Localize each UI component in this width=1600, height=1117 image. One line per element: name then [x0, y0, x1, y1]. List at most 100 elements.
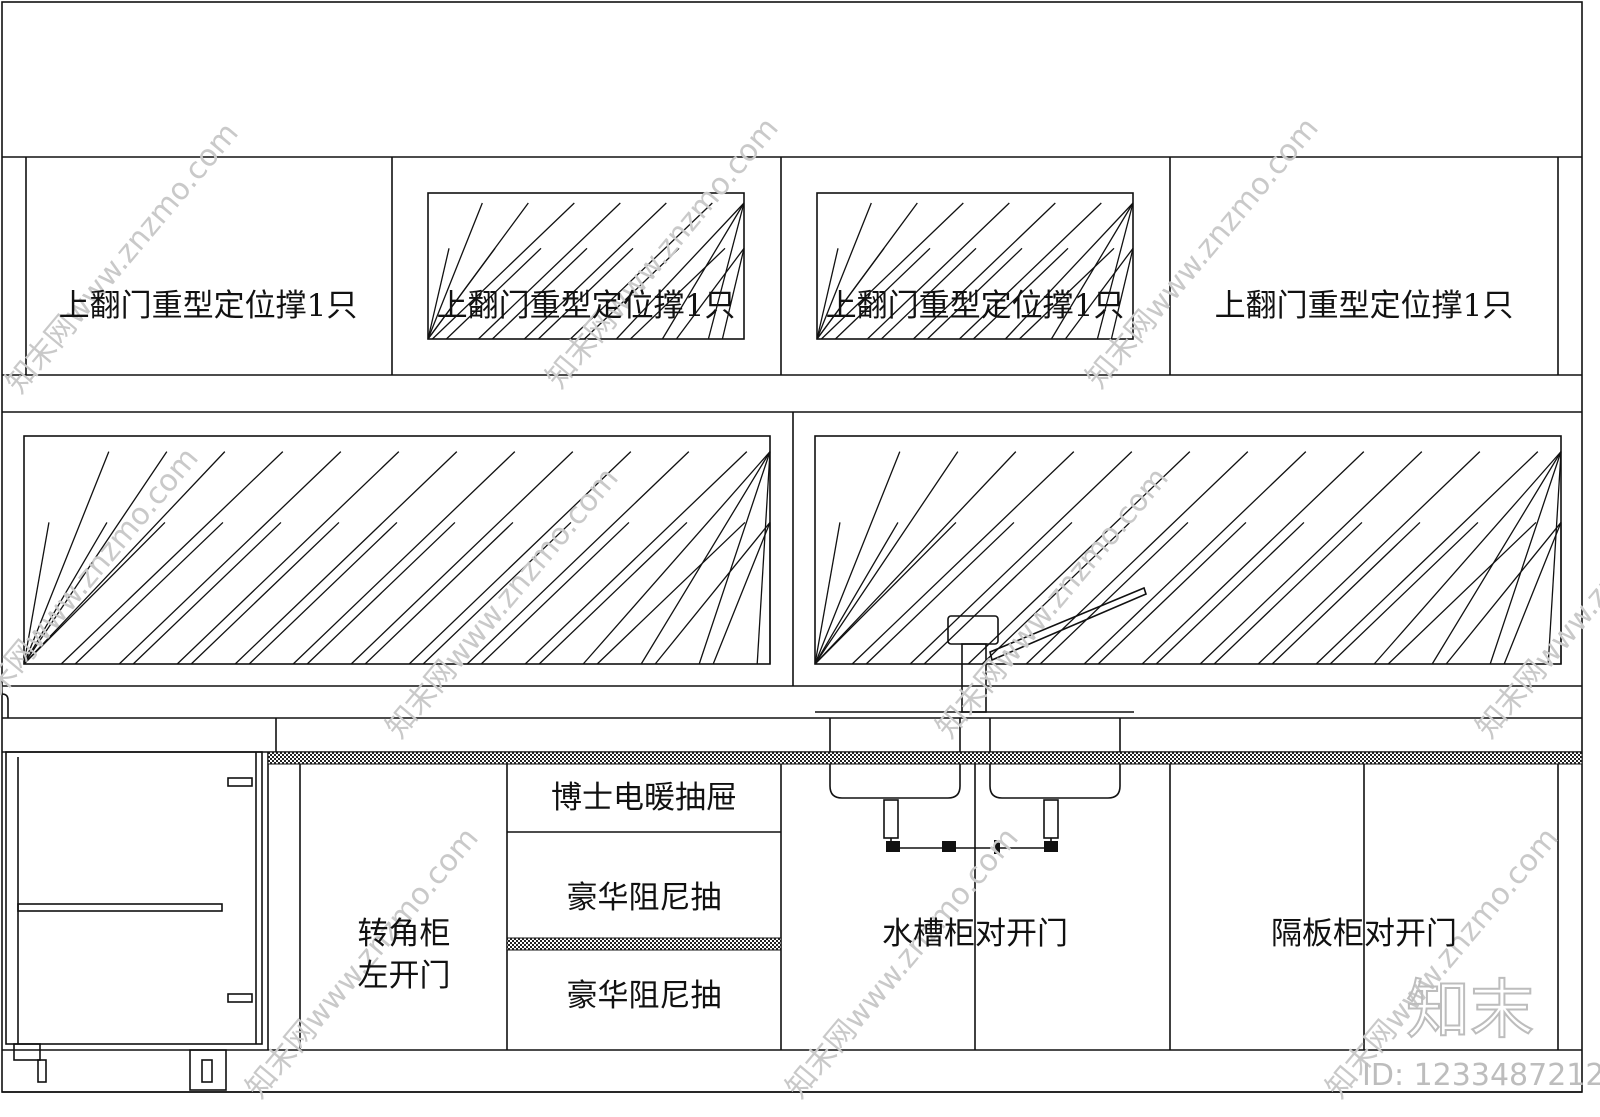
hatch-stroke [480, 521, 630, 665]
watermark-text: 知末网www.znzmo.com [0, 116, 246, 400]
hatch-stroke [661, 202, 745, 340]
hatch-stroke [118, 451, 342, 665]
hatch-stroke [408, 451, 632, 665]
hatch-stroke [1489, 451, 1562, 665]
hatch-stroke [712, 522, 771, 665]
hatch-stroke [1199, 451, 1423, 665]
hatch-stroke [1018, 247, 1115, 340]
hatch-stroke [820, 202, 964, 340]
hatch-stroke [60, 451, 284, 665]
hatch-stroke [176, 451, 400, 665]
corner-cabinet-open-view [5, 751, 263, 1045]
hatch-stroke [1445, 522, 1562, 665]
hatch-stroke [582, 451, 771, 665]
hatch-stroke [23, 451, 226, 665]
pipe-joints [886, 840, 1058, 854]
watermark-id: ID: 1233487212 [1362, 1058, 1600, 1093]
hatch-stroke [1025, 451, 1249, 665]
hatch-stroke [675, 247, 745, 340]
hatch-stroke [234, 451, 458, 665]
hatch-stroke [477, 202, 621, 340]
hatch-stroke [923, 521, 1073, 665]
hatch-stroke [1155, 521, 1305, 665]
hatch-stroke [814, 522, 899, 665]
upper-door-label-2: 上翻门重型定位撑1只 [437, 288, 736, 324]
hatch-stroke [190, 521, 340, 665]
hatch-stroke [640, 451, 771, 665]
hatch-stroke [814, 522, 841, 665]
hatch-stroke [698, 451, 771, 665]
watermark-layer: 知末网www.znzmo.com 知末网www.znzmo.com 知末网www… [0, 111, 1600, 1105]
heater-drawer-label: 博士电暖抽屉 [551, 780, 737, 816]
watermark-text: 知末网www.znzmo.com [539, 111, 785, 395]
watermark-text: 知末网www.znzmo.com [779, 821, 1025, 1105]
hatch-stroke [851, 451, 1075, 665]
hatch-stroke [967, 451, 1191, 665]
hatch-stroke [1097, 521, 1247, 665]
hatch-stroke [1315, 451, 1539, 665]
hatch-stroke [926, 247, 1023, 340]
hatch-stroke [248, 521, 398, 665]
hatch-stroke [523, 202, 667, 340]
hatch-stroke [912, 202, 1056, 340]
watermark-logo: 知末 [1406, 974, 1534, 1048]
hatch-stroke [74, 521, 224, 665]
hatch-stroke [466, 451, 690, 665]
hatch-stroke [1373, 451, 1562, 665]
hatch-stroke [816, 248, 839, 340]
hatch-stroke [880, 247, 977, 340]
hatch-stroke [1329, 521, 1479, 665]
hatch-stroke [350, 451, 574, 665]
hatch-stroke [431, 202, 575, 340]
hatch-stroke [491, 247, 588, 340]
hatch-stroke [427, 202, 483, 340]
hatch-stroke [292, 451, 516, 665]
hatch-stroke [707, 202, 745, 340]
cabinet-labels: 上翻门重型定位撑1只 上翻门重型定位撑1只 上翻门重型定位撑1只 上翻门重型定位… [59, 288, 1514, 1014]
watermark-text: 知末网www.znzmo.com [1469, 461, 1600, 745]
sink-cabinet-label: 水槽柜对开门 [882, 916, 1068, 952]
hatch-stroke [1503, 522, 1562, 665]
hatch-stroke [1096, 202, 1134, 340]
damper-drawer-label-1: 豪华阻尼抽 [567, 880, 722, 916]
hatch-stroke [909, 451, 1133, 665]
hatch-stroke [364, 521, 514, 665]
hatch-stroke [814, 451, 1017, 665]
hatch-stroke [1257, 451, 1481, 665]
hatch-stroke [814, 451, 901, 665]
damper-drawer-label-2: 豪华阻尼抽 [567, 978, 722, 1014]
hatch-stroke [537, 247, 634, 340]
hatch-stroke [1110, 248, 1134, 340]
upper-wall-cabinets [2, 157, 1582, 376]
shelf-cabinet-label: 隔板柜对开门 [1271, 916, 1457, 952]
hatch-stroke [569, 202, 713, 340]
hatch-stroke [422, 521, 572, 665]
corner-cabinet-label-line2: 左开门 [358, 958, 451, 994]
glass-hatching [23, 202, 1562, 665]
hatch-stroke [866, 202, 1010, 340]
hatch-stroke [132, 521, 282, 665]
hatch-stroke [1271, 521, 1421, 665]
base-cabinets [2, 751, 1582, 1093]
hatch-stroke [816, 202, 872, 340]
upper-door-label-4: 上翻门重型定位撑1只 [1215, 288, 1514, 324]
hatch-stroke [23, 521, 166, 665]
hatch-stroke [23, 451, 110, 665]
hatch-stroke [1213, 521, 1363, 665]
hatch-stroke [834, 247, 931, 340]
hatch-stroke [1431, 451, 1562, 665]
hatch-stroke [721, 248, 745, 340]
corner-cabinet-label-line1: 转角柜 [358, 916, 451, 952]
glass-panel-3 [816, 192, 1134, 340]
hatch-stroke [756, 451, 771, 665]
hatch-stroke [23, 522, 108, 665]
hatch-stroke [23, 522, 50, 665]
hatch-stroke [1064, 247, 1134, 340]
middle-glass-cabinets [1, 411, 1582, 752]
upper-door-label-3: 上翻门重型定位撑1只 [826, 288, 1125, 324]
sink-faucet-assembly [815, 586, 1147, 849]
hatch-stroke [538, 521, 688, 665]
hatch-stroke [1083, 451, 1307, 665]
hatch-stroke [524, 451, 748, 665]
